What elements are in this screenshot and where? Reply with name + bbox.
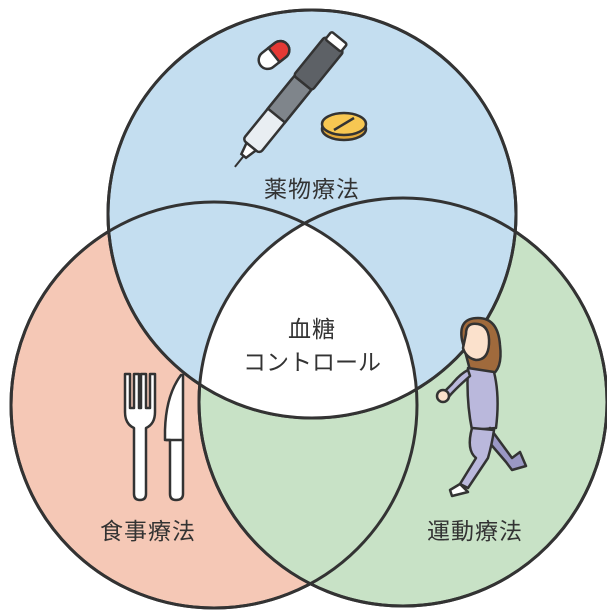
fork-icon (123, 372, 157, 502)
center-label-line1: 血糖 (288, 317, 336, 343)
knife-icon (163, 373, 185, 502)
insulin-pen-icon (234, 31, 348, 168)
tablet-icon (320, 111, 368, 142)
running-woman-icon (435, 316, 528, 498)
label-medication: 薬物療法 (264, 177, 360, 203)
center-label-line2: コントロール (243, 350, 381, 376)
label-exercise: 運動療法 (427, 519, 523, 545)
label-diet: 食事療法 (100, 519, 196, 545)
capsule-icon (257, 39, 291, 71)
